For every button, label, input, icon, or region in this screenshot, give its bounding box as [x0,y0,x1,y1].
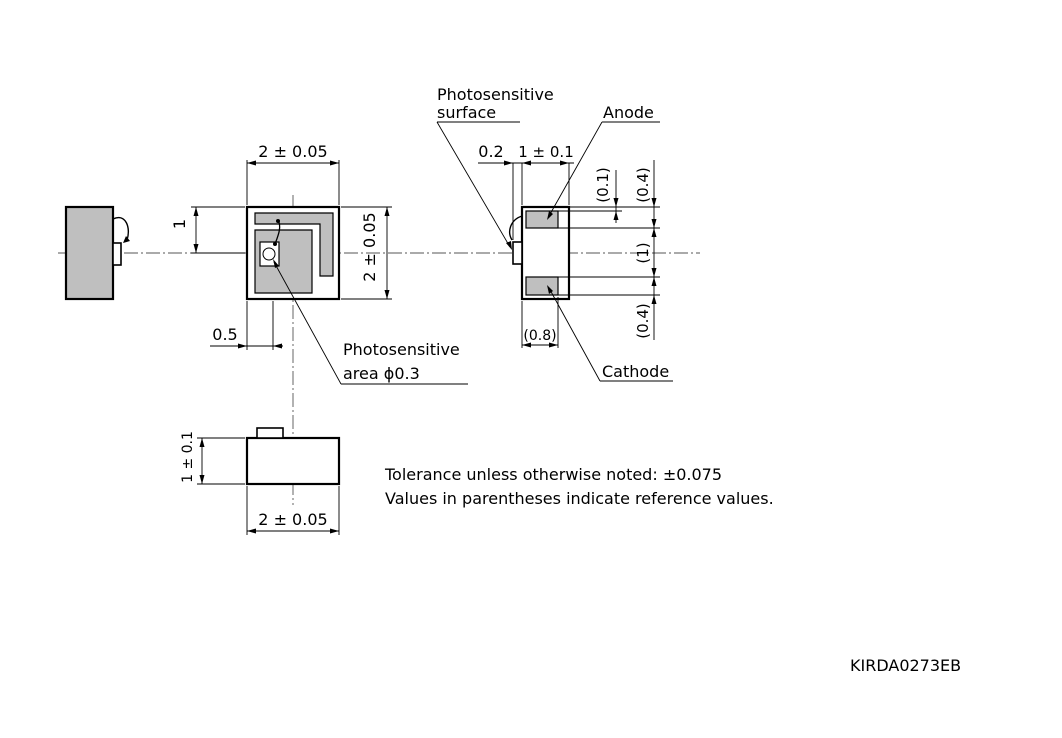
cathode-pad-side [525,276,559,296]
dimension-lines [191,160,660,535]
dim-bottom-height: 1 ± 0.1 [180,431,196,483]
anode-pad-side [525,210,559,229]
dim-top-width: 2 ± 0.05 [258,142,327,161]
photosensitive-area-circle [262,247,276,261]
notes: Tolerance unless otherwise noted: ±0.075… [384,465,774,508]
anode-pad-top [254,212,334,277]
dim-ref-04-bottom: (0.4) [634,303,652,339]
dim-ref-1: (1) [634,242,652,263]
dim-ref-08: (0.8) [523,328,556,344]
dim-top-height: 2 ± 0.05 [360,212,379,281]
label-photosensitive-surface-1: Photosensitive [437,85,554,104]
top-view [245,205,341,301]
label-photosensitive-area-2: area ϕ0.3 [343,364,420,383]
callout-texts: Photosensitive surface Anode Cathode Pho… [343,85,669,383]
label-photosensitive-surface-2: surface [437,103,496,122]
dim-left-height: 1 [170,219,189,229]
label-cathode: Cathode [602,362,669,381]
left-side-view [64,205,130,301]
dimension-texts: 2 ± 0.05 1 2 ± 0.05 0.5 0.2 1 ± 0.1 (0.1… [170,142,652,529]
bottom-view [245,427,341,486]
note-reference: Values in parentheses indicate reference… [385,489,774,508]
dim-bottom-width: 2 ± 0.05 [258,510,327,529]
label-anode: Anode [603,103,654,122]
drawing-code: KIRDA0273EB [850,656,961,675]
dim-ref-01: (0.1) [594,167,612,203]
dim-offset: 0.5 [212,325,237,344]
right-side-view [509,205,571,301]
note-tolerance: Tolerance unless otherwise noted: ±0.075 [384,465,722,484]
dim-ref-04-top: (0.4) [634,167,652,203]
dim-side-width: 1 ± 0.1 [518,143,574,161]
leader-lines [273,121,673,385]
label-photosensitive-area-1: Photosensitive [343,340,460,359]
dim-side-gap: 0.2 [478,142,503,161]
